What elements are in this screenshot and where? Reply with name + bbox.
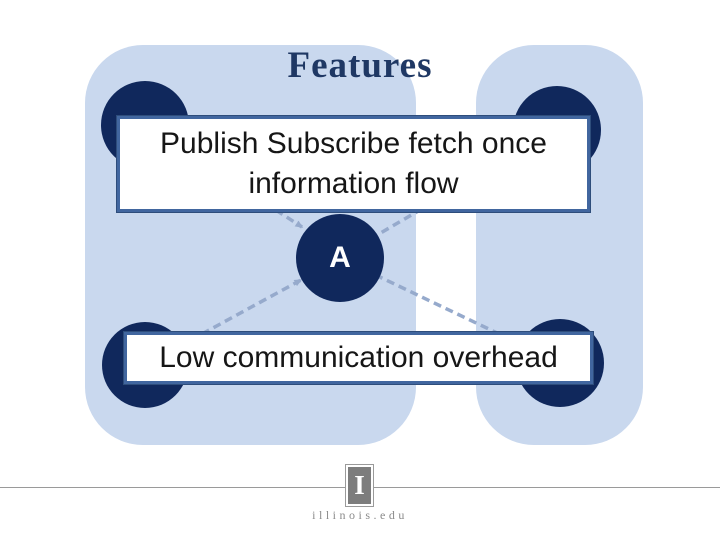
- illinois-block-i-logo: I: [345, 464, 374, 507]
- node-circle-center-a: [296, 214, 384, 302]
- center-node-label: A: [329, 241, 351, 274]
- footer-domain-text: illinois.edu: [312, 508, 408, 522]
- page-title: Features: [287, 45, 433, 86]
- callout-publish-subscribe: Publish Subscribe fetch once information…: [117, 116, 590, 212]
- callout-low-overhead: Low communication overhead: [124, 332, 593, 384]
- block-i-icon: I: [348, 467, 371, 504]
